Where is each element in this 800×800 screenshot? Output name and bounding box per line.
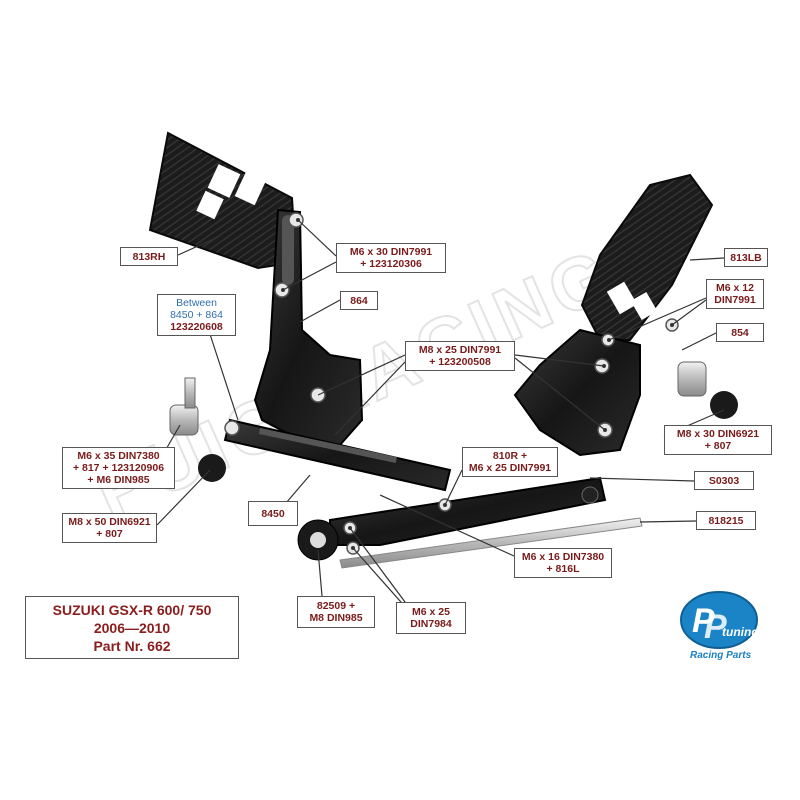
heel-guard-left <box>582 175 712 340</box>
label-m6x16-din7380: M6 x 16 DIN7380+ 816L <box>514 548 612 578</box>
label-82509: 82509 +M8 DIN985 <box>297 596 375 628</box>
model-years: 2006—2010 <box>94 619 170 637</box>
label-810r: 810R +M6 x 25 DIN7991 <box>462 447 558 477</box>
logo-tagline: Racing Parts <box>690 650 751 661</box>
product-title-box: SUZUKI GSX-R 600/ 750 2006—2010 Part Nr.… <box>25 596 239 659</box>
label-818215: 818215 <box>696 511 756 530</box>
label-813lb: 813LB <box>724 248 768 267</box>
part-number: Part Nr. 662 <box>93 637 170 655</box>
logo-brand-text: tuning <box>722 625 759 639</box>
label-8450: 8450 <box>248 501 298 526</box>
label-m8x50-din6921: M8 x 50 DIN6921+ 807 <box>62 513 157 543</box>
label-s0303: S0303 <box>694 471 754 490</box>
label-m8x30-din6921: M8 x 30 DIN6921+ 807 <box>664 425 772 455</box>
label-m6x35-din7380: M6 x 35 DIN7380+ 817 + 123120906+ M6 DIN… <box>62 447 175 489</box>
label-864: 864 <box>340 291 378 310</box>
label-m6x30-din7991: M6 x 30 DIN7991+ 123120306 <box>336 243 446 273</box>
footpeg-left <box>678 362 738 419</box>
label-854: 854 <box>716 323 764 342</box>
model-name: SUZUKI GSX-R 600/ 750 <box>53 601 212 619</box>
label-813rh: 813RH <box>120 247 178 266</box>
label-m8x25-din7991: M8 x 25 DIN7991+ 123200508 <box>405 341 515 371</box>
